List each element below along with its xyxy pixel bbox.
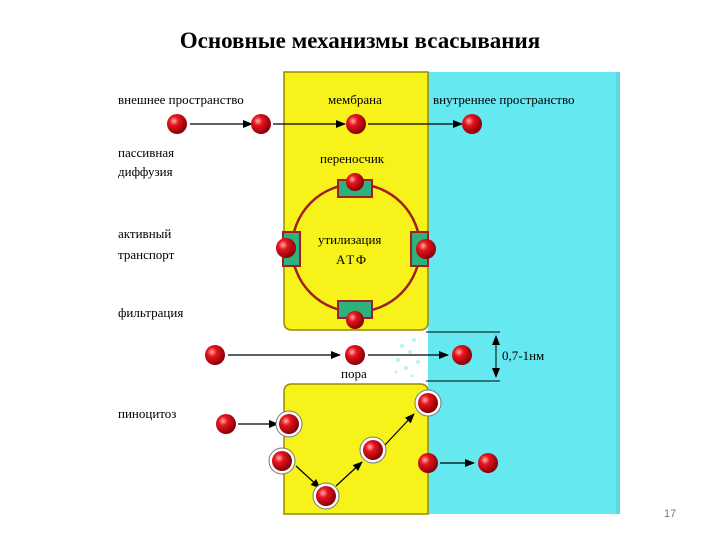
label-pore-size: 0,7-1нм (502, 348, 544, 363)
particle (251, 114, 271, 134)
label-filtration: фильтрация (118, 305, 183, 320)
particles (167, 114, 498, 506)
label-active-transport-1: активный (118, 226, 171, 241)
label-outer-space: внешнее пространство (118, 92, 244, 107)
particle (316, 486, 336, 506)
label-membrane: мембрана (328, 92, 382, 107)
particle (345, 345, 365, 365)
particle (418, 453, 438, 473)
label-passive-diffusion-2: диффузия (118, 164, 173, 179)
particle (462, 114, 482, 134)
particle (216, 414, 236, 434)
particle (478, 453, 498, 473)
particle (418, 393, 438, 413)
label-pore: пора (341, 366, 367, 381)
particle (279, 414, 299, 434)
label-passive-diffusion-1: пассивная (118, 145, 174, 160)
particle (272, 451, 292, 471)
inner-space-edge (616, 72, 620, 514)
particle (205, 345, 225, 365)
label-pinocytosis: пиноцитоз (118, 406, 176, 421)
label-inner-space: внутреннее пространство (433, 92, 575, 107)
page-number: 17 (664, 508, 677, 520)
particle (346, 114, 366, 134)
label-atp-utilization-2: АТФ (336, 252, 368, 267)
label-atp-utilization-1: утилизация (318, 232, 381, 247)
particle (346, 311, 364, 329)
particle (276, 238, 296, 258)
particle (363, 440, 383, 460)
particle (167, 114, 187, 134)
membrane-lower-block (283, 383, 429, 515)
label-active-transport-2: транспорт (118, 247, 175, 262)
particle (416, 239, 436, 259)
slide-title: Основные механизмы всасывания (179, 28, 541, 53)
pore-texture (394, 338, 420, 378)
label-carrier: переносчик (320, 151, 385, 166)
membrane-upper-block (283, 71, 429, 331)
inner-space-region (428, 72, 620, 514)
particle (346, 173, 364, 191)
particle (452, 345, 472, 365)
